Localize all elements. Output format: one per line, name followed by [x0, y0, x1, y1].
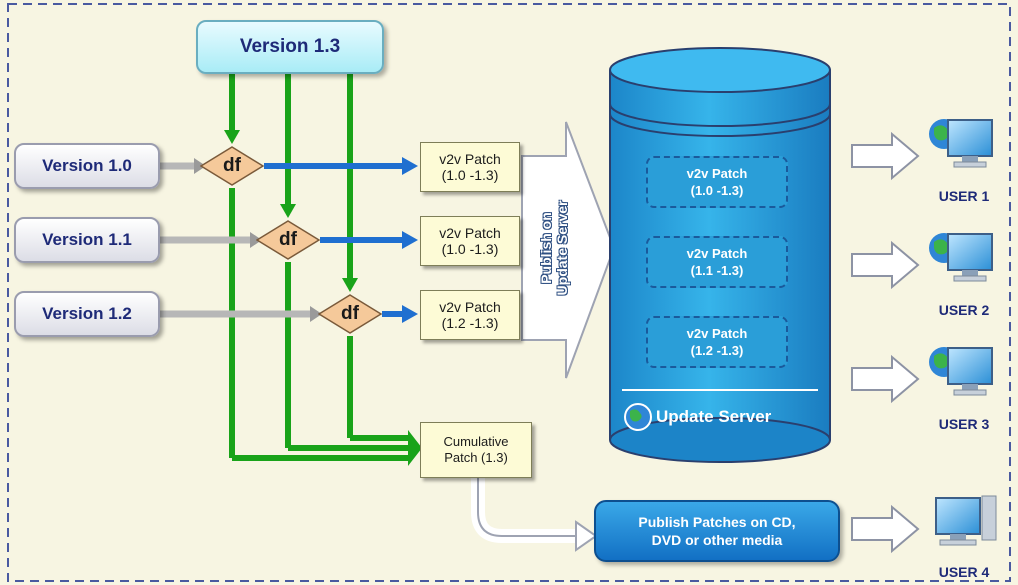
- version-1-0-box: Version 1.0: [14, 143, 160, 189]
- diff-node-2: df: [256, 220, 320, 260]
- green-arrowheads: [224, 130, 422, 466]
- patch-1-title: v2v Patch: [439, 151, 501, 167]
- user-1-computer-icon: [929, 119, 993, 168]
- version-1-2-label: Version 1.2: [42, 304, 132, 323]
- diff-diamond-icon: [318, 294, 382, 334]
- user-1-label: USER 1: [938, 188, 990, 204]
- update-server-label: Update Server: [624, 402, 824, 432]
- cumulative-line-1: Cumulative: [443, 434, 509, 449]
- diff-diamond-icon: [200, 146, 264, 186]
- stored-patch-2-range: (1.1 -1.3): [690, 263, 744, 278]
- stored-patch-2-title: v2v Patch: [686, 246, 748, 261]
- stored-patch-1-title: v2v Patch: [686, 166, 748, 181]
- gray-input-lines: [160, 162, 310, 318]
- diff-node-1: df: [200, 146, 264, 186]
- server-globe-icon: [624, 403, 652, 431]
- version-1-3-label: Version 1.3: [239, 36, 341, 57]
- user-2-label: USER 2: [938, 302, 990, 318]
- stored-patch-2: v2v Patch (1.1 -1.3): [646, 236, 788, 288]
- publish-line-2: Update Server: [554, 200, 570, 296]
- diff-node-1-label: df: [223, 155, 241, 176]
- user-3-label: USER 3: [938, 416, 990, 432]
- version-1-0-label: Version 1.0: [42, 156, 132, 175]
- publish-line-1: Publish on: [538, 212, 554, 284]
- patch-box-3: v2v Patch (1.2 -1.3): [420, 290, 520, 340]
- patch-2-range: (1.0 -1.3): [441, 241, 499, 257]
- publish-media-box: Publish Patches on CD, DVD or other medi…: [594, 500, 840, 562]
- stored-patch-1-range: (1.0 -1.3): [690, 183, 744, 198]
- user-4-label: USER 4: [938, 564, 990, 580]
- update-server-text: Update Server: [656, 407, 772, 426]
- version-1-1-label: Version 1.1: [42, 230, 132, 249]
- patch-3-range: (1.2 -1.3): [441, 315, 499, 331]
- publish-on-server-label: Publish on Update Server: [538, 168, 570, 328]
- patch-box-1: v2v Patch (1.0 -1.3): [420, 142, 520, 192]
- user-arrows: [851, 131, 920, 554]
- user-3-computer-icon: [929, 347, 993, 396]
- user-2-computer-icon: [929, 233, 993, 282]
- stored-patch-3-range: (1.2 -1.3): [690, 343, 744, 358]
- green-flow-lines: [229, 74, 410, 461]
- version-1-3-box: Version 1.3: [196, 20, 384, 74]
- media-path: [471, 478, 598, 552]
- user-4-computer-icon: [935, 495, 997, 546]
- patch-box-2: v2v Patch (1.0 -1.3): [420, 216, 520, 266]
- stored-patch-3-title: v2v Patch: [686, 326, 748, 341]
- blue-output-lines: [264, 163, 404, 317]
- cumulative-patch-box: Cumulative Patch (1.3): [420, 422, 532, 478]
- patch-2-title: v2v Patch: [439, 225, 501, 241]
- diff-node-3-label: df: [341, 303, 359, 324]
- blue-arrowheads: [402, 157, 418, 323]
- diff-node-3: df: [318, 294, 382, 334]
- media-line-1: Publish Patches on CD,: [638, 514, 796, 530]
- diagram-border: [7, 3, 1011, 582]
- cumulative-line-2: Patch (1.3): [444, 450, 508, 465]
- patch-1-range: (1.0 -1.3): [441, 167, 499, 183]
- media-line-2: DVD or other media: [651, 532, 783, 548]
- version-1-1-box: Version 1.1: [14, 217, 160, 263]
- diff-diamond-icon: [256, 220, 320, 260]
- patch-3-title: v2v Patch: [439, 299, 501, 315]
- stored-patch-3: v2v Patch (1.2 -1.3): [646, 316, 788, 368]
- version-1-2-box: Version 1.2: [14, 291, 160, 337]
- publish-arrow: [521, 121, 616, 379]
- diff-node-2-label: df: [279, 229, 297, 250]
- stored-patch-1: v2v Patch (1.0 -1.3): [646, 156, 788, 208]
